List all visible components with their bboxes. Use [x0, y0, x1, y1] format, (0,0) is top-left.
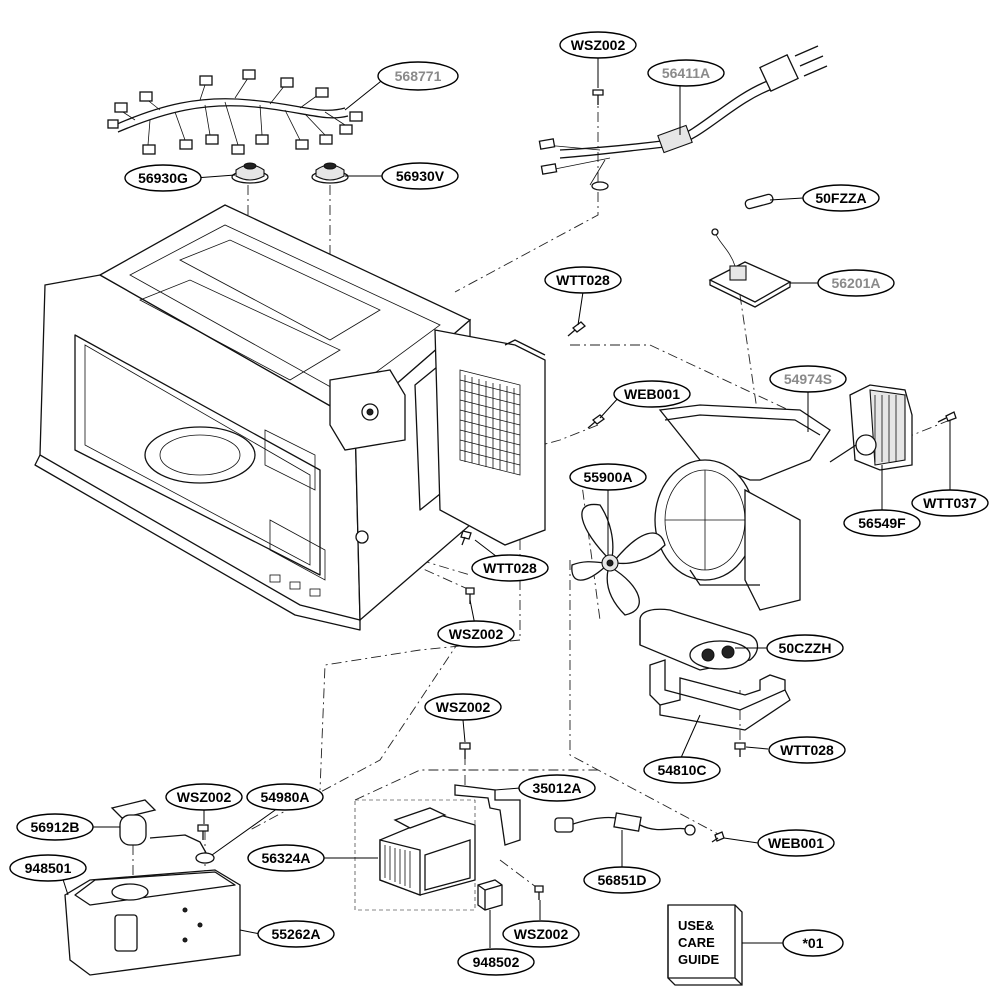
screw[interactable] — [592, 89, 604, 105]
wire-harness[interactable] — [107, 69, 363, 155]
svg-text:WSZ002: WSZ002 — [571, 37, 626, 53]
svg-text:54810C: 54810C — [657, 762, 706, 778]
svg-text:50FZZA: 50FZZA — [815, 190, 866, 206]
svg-text:54974S: 54974S — [784, 371, 832, 387]
svg-text:*01: *01 — [802, 935, 823, 951]
svg-text:WTT028: WTT028 — [556, 272, 610, 288]
capacitor-bracket[interactable] — [649, 659, 791, 731]
lamp-socket[interactable] — [110, 799, 157, 846]
svg-text:56930G: 56930G — [138, 170, 188, 186]
svg-text:56912B: 56912B — [30, 819, 79, 835]
base-cover[interactable] — [64, 869, 241, 976]
label-55900a[interactable]: 55900A — [569, 463, 647, 491]
screw[interactable] — [460, 530, 472, 546]
label-56324a[interactable]: 56324A — [247, 844, 325, 872]
screw[interactable] — [734, 742, 746, 757]
screw[interactable] — [534, 885, 544, 900]
svg-text:WTT028: WTT028 — [780, 742, 834, 758]
label-50czzh[interactable]: 50CZZH — [766, 634, 844, 662]
capacitor[interactable] — [639, 608, 759, 671]
svg-text:WSZ002: WSZ002 — [436, 699, 491, 715]
svg-text:WSZ002: WSZ002 — [449, 626, 504, 642]
label-56411a[interactable]: 56411A — [647, 59, 725, 87]
label-web001-bottom[interactable]: WEB001 — [757, 829, 835, 857]
screw[interactable] — [567, 321, 586, 337]
label-56201a[interactable]: 56201A — [817, 269, 895, 297]
svg-text:WEB001: WEB001 — [624, 386, 680, 402]
oven-cavity — [34, 204, 546, 631]
svg-text:50CZZH: 50CZZH — [779, 640, 832, 656]
label-35012a[interactable]: 35012A — [518, 774, 596, 802]
label-54980a[interactable]: 54980A — [246, 783, 324, 811]
label-56549f[interactable]: 56549F — [843, 509, 921, 537]
guide-line-3: GUIDE — [678, 952, 720, 967]
label-55262a[interactable]: 55262A — [257, 920, 335, 948]
screws[interactable] — [197, 89, 957, 900]
svg-text:56411A: 56411A — [662, 65, 710, 81]
label-56912b[interactable]: 56912B — [16, 813, 94, 841]
svg-text:WTT028: WTT028 — [483, 560, 537, 576]
svg-text:35012A: 35012A — [532, 780, 581, 796]
screw[interactable] — [937, 411, 957, 423]
label-568771[interactable]: 568771 — [377, 61, 459, 91]
svg-text:56549F: 56549F — [858, 515, 906, 531]
magnetron-bracket[interactable] — [454, 784, 521, 846]
fuse[interactable] — [744, 193, 774, 210]
svg-text:54980A: 54980A — [260, 789, 309, 805]
control-board[interactable] — [708, 228, 792, 308]
vent-grid — [459, 375, 521, 473]
label-star01[interactable]: *01 — [782, 929, 844, 957]
svg-text:568771: 568771 — [395, 68, 442, 84]
label-948501[interactable]: 948501 — [9, 854, 87, 882]
screw[interactable] — [459, 742, 471, 759]
guide-line-1: USE& — [678, 918, 714, 933]
thermostat-right[interactable] — [311, 162, 349, 184]
svg-text:56851D: 56851D — [597, 872, 646, 888]
thermostat-left[interactable] — [231, 162, 269, 184]
use-care-guide[interactable]: USE& CARE GUIDE — [667, 904, 743, 986]
label-wtt028-top[interactable]: WTT028 — [544, 266, 622, 294]
small-block[interactable] — [477, 879, 503, 911]
label-948502[interactable]: 948502 — [457, 948, 535, 976]
svg-text:948501: 948501 — [25, 860, 72, 876]
fan-blade[interactable] — [571, 503, 666, 616]
svg-text:948502: 948502 — [473, 954, 520, 970]
svg-text:WTT037: WTT037 — [923, 495, 977, 511]
screw[interactable] — [711, 831, 725, 843]
label-wtt028-bottom[interactable]: WTT028 — [768, 736, 846, 764]
guide-line-2: CARE — [678, 935, 715, 950]
wire-lead[interactable] — [554, 812, 696, 836]
label-wsz002-magnetron[interactable]: WSZ002 — [424, 693, 502, 721]
svg-text:55262A: 55262A — [271, 926, 320, 942]
label-56851d[interactable]: 56851D — [583, 866, 661, 894]
label-web001-top[interactable]: WEB001 — [613, 380, 691, 408]
label-54810c[interactable]: 54810C — [643, 756, 721, 784]
screw[interactable] — [197, 824, 209, 840]
fan-duct[interactable] — [654, 404, 831, 611]
screw[interactable] — [465, 587, 475, 604]
svg-text:56324A: 56324A — [261, 850, 310, 866]
label-wsz002-bottom[interactable]: WSZ002 — [502, 920, 580, 948]
label-wsz002-lamp[interactable]: WSZ002 — [165, 783, 243, 811]
label-56930g[interactable]: 56930G — [124, 164, 202, 192]
label-54974s[interactable]: 54974S — [769, 365, 847, 393]
fan-motor[interactable] — [829, 384, 913, 471]
label-wsz002-mid[interactable]: WSZ002 — [437, 620, 515, 648]
svg-text:56930V: 56930V — [396, 168, 445, 184]
magnetron[interactable] — [354, 799, 476, 911]
svg-text:55900A: 55900A — [583, 469, 632, 485]
label-wtt037[interactable]: WTT037 — [911, 489, 989, 517]
power-cord[interactable] — [538, 45, 828, 191]
part-labels: 568771 WSZ002 56411A 56930G 56930V 50FZZ… — [9, 31, 989, 976]
svg-text:WSZ002: WSZ002 — [177, 789, 232, 805]
label-wsz002-top[interactable]: WSZ002 — [559, 31, 637, 59]
svg-text:WSZ002: WSZ002 — [514, 926, 569, 942]
label-wtt028-mid[interactable]: WTT028 — [471, 554, 549, 582]
svg-text:56201A: 56201A — [831, 275, 880, 291]
label-56930v[interactable]: 56930V — [381, 162, 459, 190]
svg-text:WEB001: WEB001 — [768, 835, 824, 851]
label-50fzza[interactable]: 50FZZA — [802, 184, 880, 212]
bracket-wire[interactable] — [149, 834, 215, 864]
